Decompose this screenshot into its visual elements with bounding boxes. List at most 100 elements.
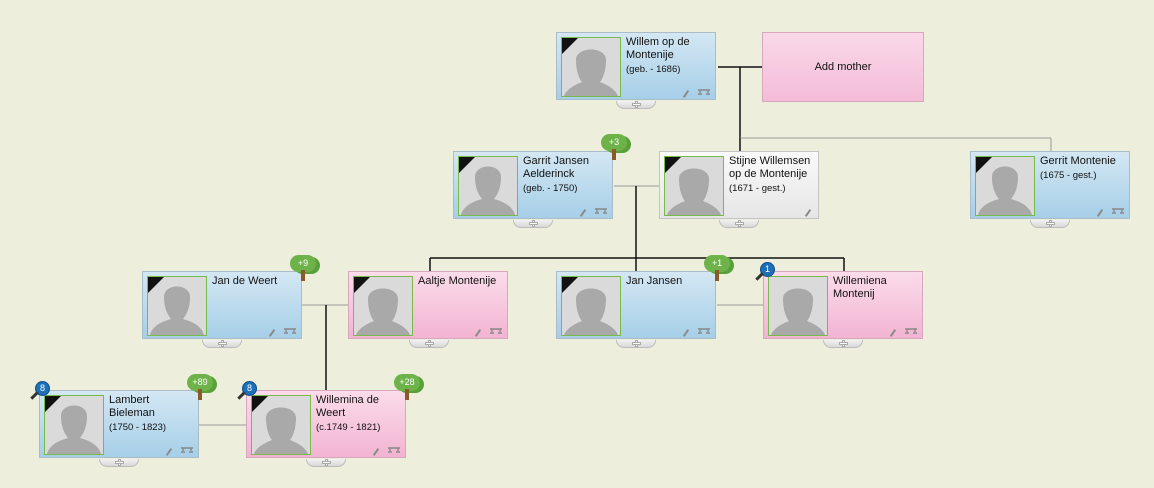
male-silhouette-icon (459, 157, 517, 215)
magnifier-icon[interactable]: 8 (237, 380, 259, 402)
edit-icon[interactable] (165, 448, 173, 456)
person-card-willem[interactable]: Willem op de Montenije(geb. - 1686) (556, 32, 716, 100)
person-name: Stijne Willemsen op de Montenije(1671 - … (729, 155, 814, 195)
person-name: Willemina de Weert(c.1749 - 1821) (316, 394, 401, 434)
plus-icon[interactable] (632, 340, 641, 347)
person-card-gerrit[interactable]: Gerrit Montenie(1675 - gest.) (970, 151, 1130, 219)
person-card-willemiena[interactable]: Willemiena Montenij (763, 271, 923, 339)
expand-tab[interactable] (202, 340, 242, 348)
person-name: Jan de Weert (212, 275, 278, 287)
edit-icon[interactable] (579, 209, 587, 217)
person-dates: (c.1749 - 1821) (316, 422, 381, 433)
match-badge-count: 8 (39, 383, 45, 393)
edit-icon[interactable] (682, 90, 690, 98)
profile-photo (251, 395, 311, 455)
match-badge-count: 8 (246, 383, 252, 393)
plus-icon[interactable] (425, 340, 434, 347)
person-name: Aaltje Montenije (418, 275, 497, 287)
person-card-willemina[interactable]: Willemina de Weert(c.1749 - 1821) (246, 390, 406, 458)
expand-tab[interactable] (719, 220, 759, 228)
edit-icon[interactable] (804, 209, 812, 217)
female-silhouette-icon (769, 277, 827, 335)
tree-switch-icon[interactable] (283, 327, 297, 335)
plus-icon[interactable] (529, 220, 538, 227)
expand-tab[interactable] (513, 220, 553, 228)
magnifier-icon[interactable]: 8 (30, 380, 52, 402)
edit-icon[interactable] (889, 329, 897, 337)
tree-badge-count: +89 (192, 377, 208, 387)
tree-switch-icon[interactable] (594, 207, 608, 215)
profile-photo (44, 395, 104, 455)
person-card-jan-de-weert[interactable]: Jan de Weert (142, 271, 302, 339)
person-card-aaltje[interactable]: Aaltje Montenije (348, 271, 508, 339)
person-dates: (1750 - 1823) (109, 422, 167, 433)
tree-icon[interactable]: +89 (187, 374, 217, 402)
profile-photo (147, 276, 207, 336)
magnifier-icon[interactable]: 1 (755, 261, 777, 283)
plus-icon[interactable] (1046, 220, 1055, 227)
person-card-garrit[interactable]: Garrit Jansen Aelderinck(geb. - 1750) (453, 151, 613, 219)
tree-switch-icon[interactable] (904, 327, 918, 335)
plus-icon[interactable] (322, 459, 331, 466)
plus-icon[interactable] (218, 340, 227, 347)
person-name: Garrit Jansen Aelderinck(geb. - 1750) (523, 155, 608, 195)
person-name: Gerrit Montenie(1675 - gest.) (1040, 155, 1125, 182)
plus-icon[interactable] (735, 220, 744, 227)
expand-tab[interactable] (1030, 220, 1070, 228)
expand-tab[interactable] (616, 101, 656, 109)
deceased-ribbon-icon (665, 157, 681, 173)
plus-icon[interactable] (115, 459, 124, 466)
tree-icon[interactable]: +28 (394, 374, 424, 402)
person-name: Willem op de Montenije(geb. - 1686) (626, 36, 711, 76)
profile-photo (768, 276, 828, 336)
person-card-jan-jansen[interactable]: Jan Jansen (556, 271, 716, 339)
tree-switch-icon[interactable] (387, 446, 401, 454)
person-name: Willemiena Montenij (833, 275, 887, 300)
expand-tab[interactable] (306, 459, 346, 467)
edit-icon[interactable] (268, 329, 276, 337)
person-dates: (geb. - 1750) (523, 183, 578, 194)
profile-photo (458, 156, 518, 216)
edit-icon[interactable] (372, 448, 380, 456)
tree-badge-count: +1 (711, 258, 723, 268)
tree-switch-icon[interactable] (489, 327, 503, 335)
profile-photo (664, 156, 724, 216)
deceased-ribbon-icon (354, 277, 370, 293)
expand-tab[interactable] (616, 340, 656, 348)
tree-icon[interactable]: +9 (290, 255, 320, 283)
deceased-ribbon-icon (252, 396, 268, 412)
tree-badge-count: +3 (608, 137, 620, 147)
person-dates: (1675 - gest.) (1040, 170, 1097, 181)
person-dates: (1671 - gest.) (729, 183, 786, 194)
edit-icon[interactable] (682, 329, 690, 337)
deceased-ribbon-icon (45, 396, 61, 412)
expand-tab[interactable] (823, 340, 863, 348)
male-silhouette-icon (45, 396, 103, 454)
plus-icon[interactable] (839, 340, 848, 347)
profile-photo (561, 37, 621, 97)
tree-icon[interactable]: +1 (704, 255, 734, 283)
person-card-stijne[interactable]: Stijne Willemsen op de Montenije(1671 - … (659, 151, 819, 219)
deceased-ribbon-icon (148, 277, 164, 293)
tree-switch-icon[interactable] (697, 327, 711, 335)
expand-tab[interactable] (99, 459, 139, 467)
person-name: Lambert Bieleman(1750 - 1823) (109, 394, 194, 434)
person-name: Jan Jansen (626, 275, 683, 287)
tree-icon[interactable]: +3 (601, 134, 631, 162)
tree-switch-icon[interactable] (697, 88, 711, 96)
add-mother-button[interactable]: Add mother (762, 32, 924, 102)
female-silhouette-icon (562, 38, 620, 96)
person-card-lambert[interactable]: Lambert Bieleman(1750 - 1823) (39, 390, 199, 458)
expand-tab[interactable] (409, 340, 449, 348)
edit-icon[interactable] (1096, 209, 1104, 217)
deceased-ribbon-icon (562, 38, 578, 54)
edit-icon[interactable] (474, 329, 482, 337)
female-silhouette-icon (665, 157, 723, 215)
tree-switch-icon[interactable] (180, 446, 194, 454)
tree-switch-icon[interactable] (1111, 207, 1125, 215)
deceased-ribbon-icon (976, 157, 992, 173)
profile-photo (561, 276, 621, 336)
plus-icon[interactable] (632, 101, 641, 108)
